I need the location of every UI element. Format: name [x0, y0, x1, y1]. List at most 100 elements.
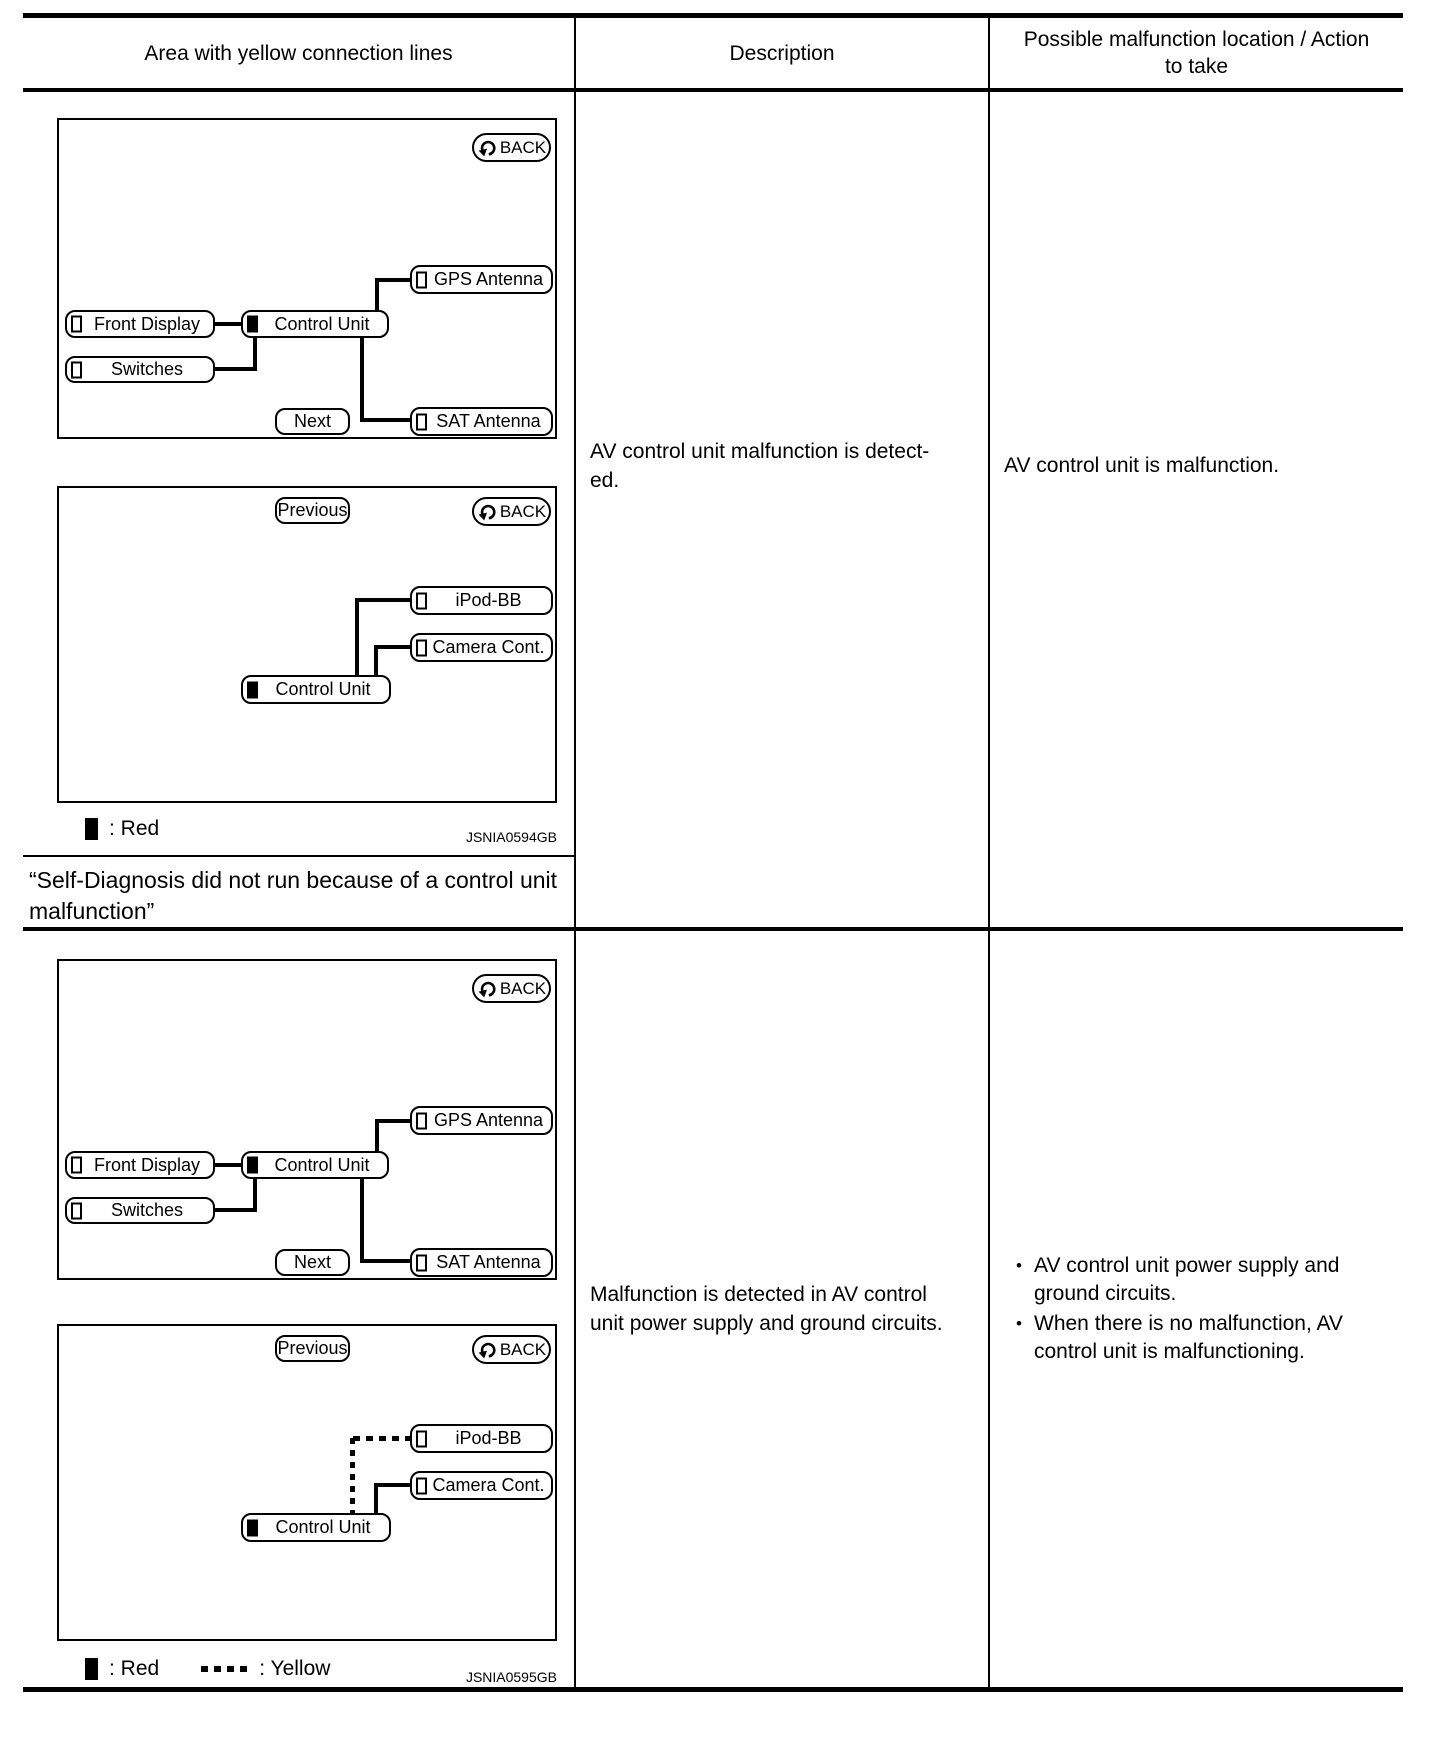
- connection-line: [355, 598, 359, 675]
- back-label: BACK: [499, 978, 547, 998]
- description-cell-row1: AV control unit malfunction is detect- e…: [574, 92, 988, 927]
- status-tab-red-icon: [247, 315, 258, 333]
- status-tab-icon: [71, 1156, 82, 1174]
- figure-legend: : Red : Yellow JSNIA0595GB: [57, 1651, 557, 1687]
- list-item: • AV control unit power supply and groun…: [1004, 1252, 1366, 1308]
- bullet-icon: •: [1016, 1314, 1022, 1333]
- node-camera-cont[interactable]: Camera Cont.: [410, 633, 553, 662]
- area-cell-row1: BACK GPS Antenna Front Display Control U…: [23, 92, 574, 927]
- back-button[interactable]: BACK: [472, 497, 551, 526]
- screen-caption: “Self-Diagnosis did not run because of a…: [23, 855, 574, 927]
- node-sat-antenna[interactable]: SAT Antenna: [410, 407, 553, 436]
- description-cell-row2: Malfunction is detected in AV control un…: [574, 931, 988, 1687]
- figure-code: JSNIA0595GB: [465, 1669, 557, 1685]
- node-camera-cont[interactable]: Camera Cont.: [410, 1471, 553, 1500]
- connection-line: [374, 1483, 378, 1513]
- yellow-connection-line: [353, 1436, 410, 1441]
- table-row: BACK GPS Antenna Front Display Control U…: [23, 92, 1403, 931]
- back-button[interactable]: BACK: [472, 974, 551, 1003]
- connection-line: [253, 336, 257, 371]
- connection-line: [360, 1177, 364, 1263]
- connection-line: [376, 645, 410, 649]
- list-item: • When there is no malfunction, AV contr…: [1004, 1310, 1366, 1366]
- connection-line: [377, 1119, 410, 1123]
- red-legend-label: : Red: [109, 817, 160, 840]
- node-control-unit[interactable]: Control Unit: [241, 310, 389, 338]
- next-button[interactable]: Next: [275, 408, 350, 435]
- node-ipod-bb[interactable]: iPod-BB: [410, 1424, 553, 1453]
- status-tab-icon: [416, 1254, 427, 1271]
- node-gps-antenna[interactable]: GPS Antenna: [410, 265, 553, 294]
- node-front-display[interactable]: Front Display: [65, 310, 215, 338]
- status-tab-icon: [416, 592, 427, 609]
- back-label: BACK: [499, 1339, 547, 1359]
- connection-line: [213, 322, 243, 326]
- connection-line: [375, 278, 379, 312]
- yellow-legend-label: : Yellow: [259, 1657, 331, 1680]
- status-tab-icon: [71, 361, 82, 378]
- status-tab-icon: [416, 1430, 427, 1447]
- node-switches[interactable]: Switches: [65, 1197, 215, 1224]
- description-text: AV control unit malfunction is detect- e…: [590, 439, 930, 492]
- node-front-display[interactable]: Front Display: [65, 1151, 215, 1179]
- status-tab-icon: [416, 271, 427, 288]
- connection-line: [374, 645, 378, 675]
- red-swatch-icon: [85, 818, 98, 840]
- connection-line: [213, 1163, 243, 1167]
- next-button[interactable]: Next: [275, 1249, 350, 1276]
- col-header-action: Possible malfunction location / Action t…: [988, 18, 1403, 88]
- red-legend-label: : Red: [109, 1657, 160, 1680]
- action-cell-row2: • AV control unit power supply and groun…: [988, 931, 1403, 1687]
- status-tab-icon: [416, 1477, 427, 1494]
- figure-row1: BACK GPS Antenna Front Display Control U…: [57, 118, 557, 847]
- status-tab-red-icon: [247, 681, 258, 698]
- connection-line: [377, 278, 410, 282]
- return-arrow-icon: [477, 138, 498, 157]
- back-button[interactable]: BACK: [472, 133, 551, 162]
- figure-code: JSNIA0594GB: [465, 829, 557, 845]
- return-arrow-icon: [477, 979, 498, 998]
- diagnosis-screen-1: BACK GPS Antenna Front Display Control U…: [57, 118, 557, 439]
- node-switches[interactable]: Switches: [65, 356, 215, 383]
- table-header-row: Area with yellow connection lines Descri…: [23, 18, 1403, 92]
- figure-row2: BACK GPS Antenna Front Display Control U…: [57, 959, 557, 1687]
- red-legend: : Red: [85, 817, 159, 841]
- connection-line: [375, 1119, 379, 1153]
- connection-line: [362, 418, 410, 422]
- previous-button[interactable]: Previous: [275, 497, 350, 524]
- col-header-description: Description: [574, 18, 988, 88]
- node-ipod-bb[interactable]: iPod-BB: [410, 586, 553, 615]
- previous-button[interactable]: Previous: [275, 1335, 350, 1362]
- table-row: BACK GPS Antenna Front Display Control U…: [23, 931, 1403, 1692]
- connection-line: [253, 1177, 257, 1212]
- action-cell-row1: AV control unit is malfunction.: [988, 92, 1403, 927]
- connection-line: [213, 1208, 257, 1212]
- description-text: Malfunction is detected in AV control un…: [590, 1283, 943, 1335]
- status-tab-red-icon: [247, 1519, 258, 1536]
- node-control-unit[interactable]: Control Unit: [241, 675, 391, 704]
- bullet-icon: •: [1016, 1256, 1022, 1275]
- node-control-unit[interactable]: Control Unit: [241, 1513, 391, 1542]
- status-tab-icon: [71, 1202, 82, 1219]
- back-label: BACK: [499, 501, 547, 521]
- node-control-unit[interactable]: Control Unit: [241, 1151, 389, 1179]
- figure-legend: : Red JSNIA0594GB: [57, 811, 557, 847]
- back-button[interactable]: BACK: [472, 1335, 551, 1364]
- status-tab-red-icon: [247, 1156, 258, 1174]
- action-bullet-list: • AV control unit power supply and groun…: [1004, 1252, 1366, 1366]
- node-gps-antenna[interactable]: GPS Antenna: [410, 1106, 553, 1135]
- area-cell-row2: BACK GPS Antenna Front Display Control U…: [23, 931, 574, 1687]
- diagnosis-screen-2: Previous BACK iPod-BB Camera Cont.: [57, 486, 557, 803]
- return-arrow-icon: [477, 502, 498, 521]
- connection-line: [213, 367, 257, 371]
- back-label: BACK: [499, 137, 547, 157]
- status-tab-icon: [416, 413, 427, 430]
- connection-line: [360, 336, 364, 422]
- connection-line: [357, 598, 410, 602]
- yellow-dash-icon: [201, 1666, 250, 1672]
- connection-line: [376, 1483, 410, 1487]
- status-tab-icon: [416, 639, 427, 656]
- status-tab-icon: [416, 1112, 427, 1129]
- node-sat-antenna[interactable]: SAT Antenna: [410, 1248, 553, 1277]
